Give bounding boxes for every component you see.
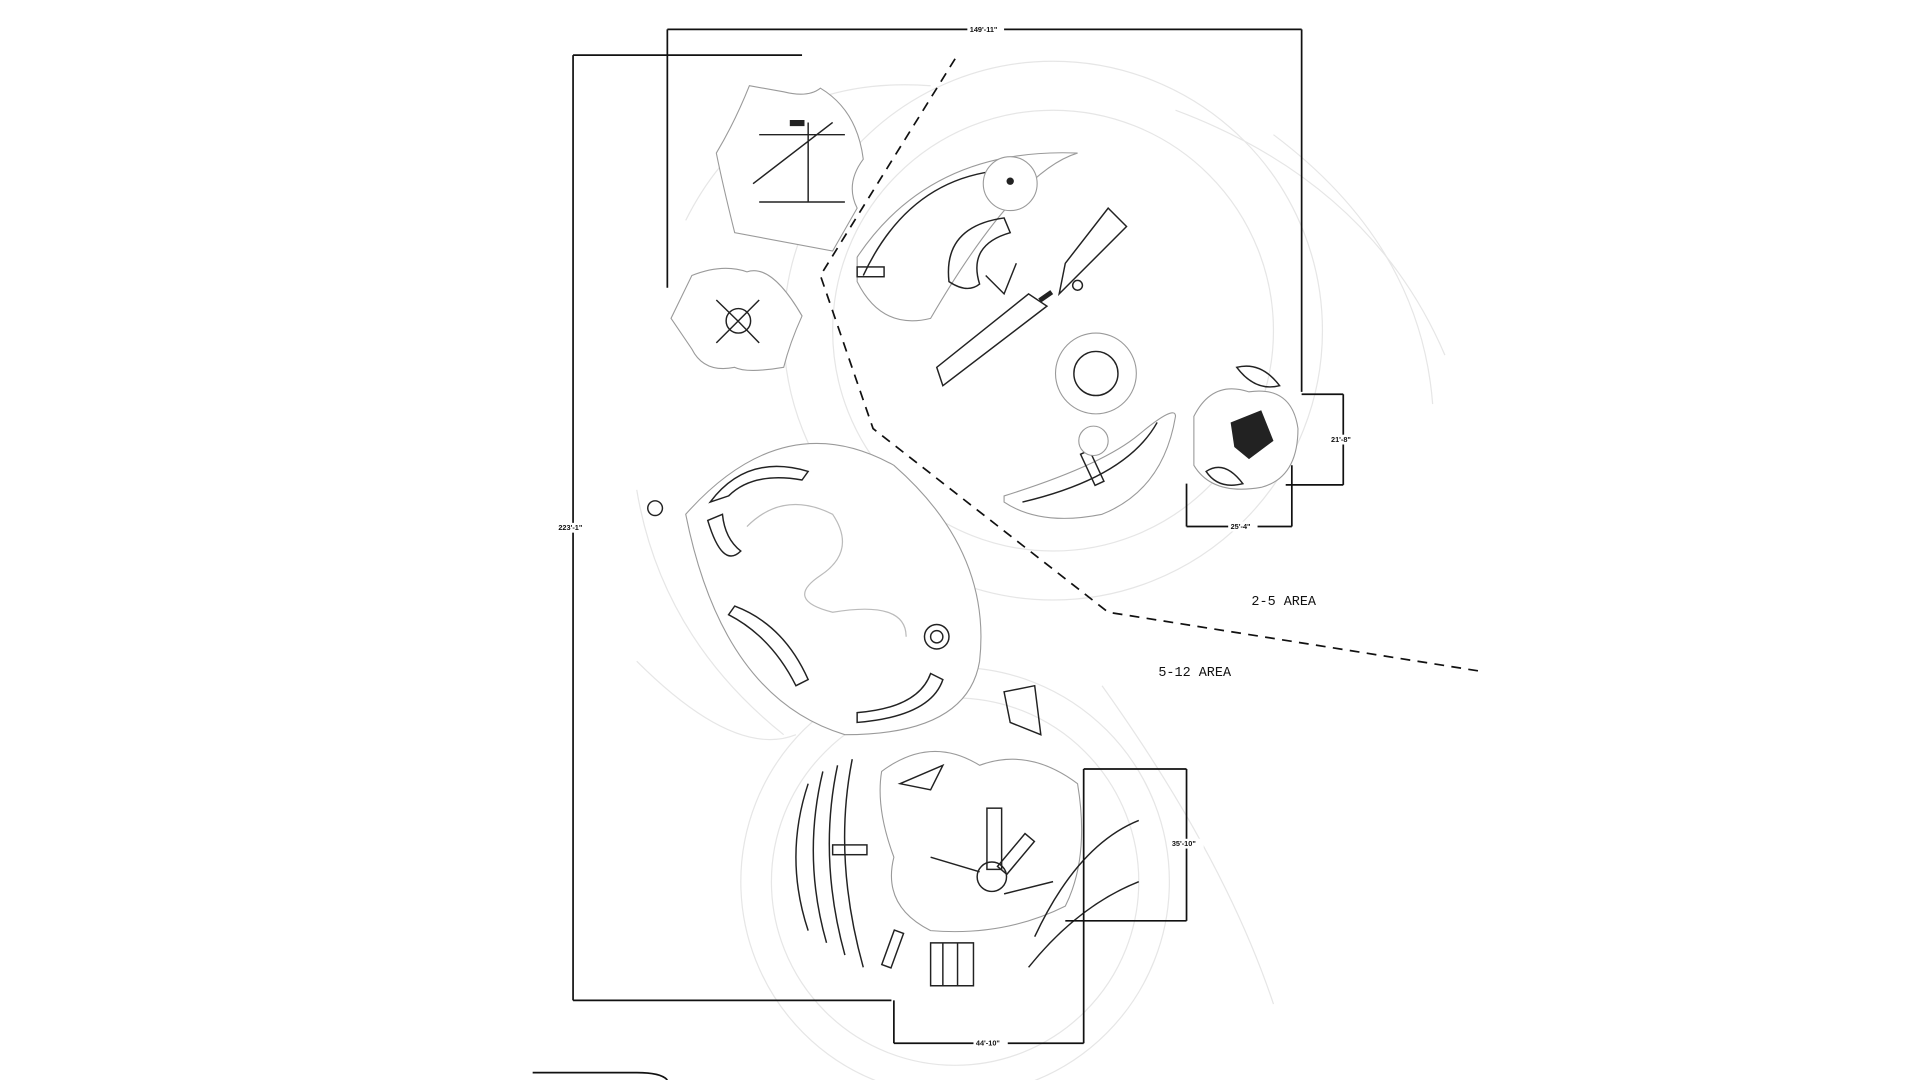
dimension-overall-width: 149'-11" xyxy=(970,25,998,34)
toddler-structure-pad xyxy=(1193,365,1299,490)
zone-label-2-5: 2-5 AREA xyxy=(1251,595,1317,610)
zone-label-5-12: 5-12 AREA xyxy=(1158,666,1232,681)
zone-divider-line xyxy=(819,58,1480,672)
spinner-pad xyxy=(670,267,803,371)
dimension-school-pad-height: 35'-10" xyxy=(1172,839,1196,848)
dimension-overall-height: 223'-1" xyxy=(558,523,582,532)
swing-area-pad xyxy=(715,85,864,252)
school-age-structure xyxy=(795,750,1140,987)
dimension-toddler-pad-width: 25'-4" xyxy=(1231,522,1251,531)
toddler-area-equipment xyxy=(856,152,1177,519)
school-age-oval xyxy=(647,442,1042,736)
dimension-school-pad-width: 44'-10" xyxy=(976,1039,1000,1048)
dimension-toddler-pad-height: 21'-8" xyxy=(1331,435,1351,444)
